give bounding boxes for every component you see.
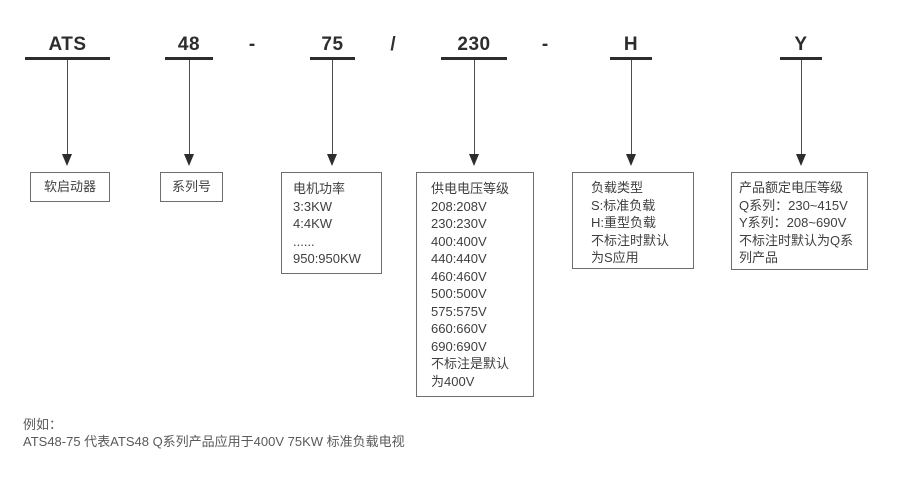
desc-line: 460:460V [431, 268, 487, 284]
desc-line: 690:690V [431, 338, 487, 354]
desc-line: 950:950KW [293, 251, 361, 266]
desc-line: 230:230V [431, 216, 487, 231]
desc-line: 系列号 [171, 179, 211, 195]
desc-line: S:标准负载 [591, 197, 656, 213]
arrow-down-icon-230 [469, 154, 479, 166]
desc-line: 软启动器 [43, 179, 96, 195]
arrow-down-icon-75 [327, 154, 337, 166]
segment-underline-h [610, 57, 652, 60]
desc-line: 500:500V [431, 286, 487, 301]
desc-line: 产品额定电压等级 [739, 180, 844, 195]
desc-line: 电机功率 [293, 181, 346, 196]
arrow-stem-ats [66, 60, 68, 155]
segment-underline-y [780, 57, 822, 60]
desc-line: ...... [293, 233, 315, 249]
desc-line: 供电电压等级 [431, 181, 510, 196]
example-text: ATS48-75 代表ATS48 Q系列产品应用于400V 75KW 标准负载电… [23, 433, 405, 449]
desc-line: 列产品 [739, 250, 779, 265]
desc-line: Q系列：230~415V [739, 197, 848, 213]
arrow-stem-y [800, 60, 802, 155]
arrow-stem-230 [473, 60, 475, 155]
segment-code-y: Y [794, 34, 808, 55]
segment-code-48: 48 [177, 34, 201, 55]
desc-line: 4:4KW [293, 216, 333, 231]
desc-line: 3:3KW [293, 198, 333, 214]
desc-box-rated-voltage: 产品额定电压等级 Q系列：230~415V Y系列：208~690V 不标注时默… [731, 172, 868, 270]
desc-line: 负载类型 [591, 180, 644, 195]
segment-underline-48 [165, 57, 213, 60]
desc-line: 575:575V [431, 303, 487, 319]
segment-code-230: 230 [457, 34, 491, 55]
desc-line: H:重型负载 [591, 215, 657, 230]
segment-code-75: 75 [321, 34, 344, 55]
desc-box-motor-power: 电机功率 3:3KW 4:4KW ...... 950:950KW [281, 172, 382, 274]
desc-box-supply-voltage: 供电电压等级 208:208V 230:230V 400:400V 440:44… [416, 172, 534, 397]
desc-box-load-type: 负载类型 S:标准负载 H:重型负载 不标注时默认 为S应用 [572, 172, 694, 269]
desc-line: 为400V [431, 373, 475, 389]
desc-line: 不标注是默认 [431, 356, 510, 371]
desc-line: 208:208V [431, 198, 487, 214]
desc-box-series-number: 系列号 [160, 172, 223, 202]
desc-line: 不标注时默认为Q系 [739, 232, 854, 248]
arrow-down-icon-h [626, 154, 636, 166]
separator-slash: / [390, 34, 396, 55]
desc-line: 为S应用 [591, 250, 639, 265]
separator-hyphen-2: - [541, 34, 549, 55]
segment-code-ats: ATS [48, 34, 87, 55]
arrow-down-icon-48 [184, 154, 194, 166]
arrow-down-icon-ats [62, 154, 72, 166]
desc-box-soft-starter: 软启动器 [30, 172, 110, 202]
desc-line: 400:400V [431, 233, 487, 249]
arrow-stem-48 [188, 60, 190, 155]
desc-line: 660:660V [431, 321, 487, 336]
arrow-stem-75 [331, 60, 333, 155]
arrow-stem-h [630, 60, 632, 155]
segment-code-h: H [623, 34, 639, 55]
example-note: 例如： ATS48-75 代表ATS48 Q系列产品应用于400V 75KW 标… [23, 417, 405, 450]
desc-line: Y系列：208~690V [739, 215, 847, 230]
segment-underline-ats [25, 57, 110, 60]
desc-line: 440:440V [431, 251, 487, 266]
arrow-down-icon-y [796, 154, 806, 166]
separator-hyphen-1: - [248, 34, 256, 55]
segment-underline-230 [441, 57, 507, 60]
example-label: 例如： [23, 417, 63, 432]
segment-underline-75 [310, 57, 355, 60]
desc-line: 不标注时默认 [591, 232, 670, 248]
